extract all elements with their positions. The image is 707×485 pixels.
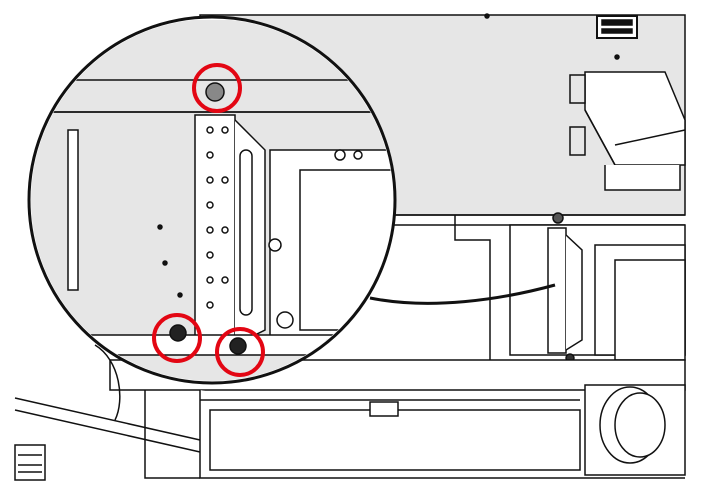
screw-highlight-icon: [152, 63, 265, 377]
callout-top-screw: [192, 63, 242, 113]
magnifier-detail-icon: [27, 15, 397, 385]
warning-label-icon: [596, 15, 638, 39]
duct-port-icon: [584, 384, 686, 476]
callout-bottom-left-screw: [152, 313, 202, 363]
callout-bottom-right-screw: [215, 327, 265, 377]
caster-wheel-icon: [14, 444, 46, 481]
